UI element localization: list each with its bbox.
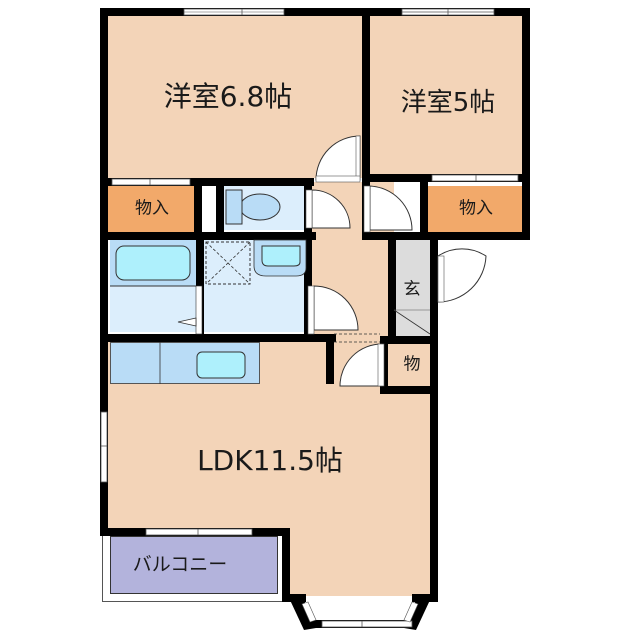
window-balcony xyxy=(145,528,253,536)
balcony xyxy=(110,536,278,594)
door-western-room-2[interactable] xyxy=(363,185,413,233)
door-western-room-1[interactable] xyxy=(315,135,361,183)
closet-1 xyxy=(108,186,194,232)
room-label-closet-2: 物入 xyxy=(459,198,493,219)
window-closet-1 xyxy=(111,178,191,186)
bathtub-icon xyxy=(110,240,196,287)
window-bay xyxy=(290,600,430,630)
door-toilet[interactable] xyxy=(305,189,351,229)
window-top-2 xyxy=(401,8,495,16)
room-label-entrance: 玄 xyxy=(403,279,421,300)
room-label-storage: 物 xyxy=(403,354,421,375)
washing-machine-space-icon xyxy=(205,241,251,285)
room-label-western-2: 洋室5帖 xyxy=(400,88,496,118)
kitchen-sink-icon xyxy=(159,342,246,384)
washbasin-icon xyxy=(253,239,307,277)
entrance-step-line xyxy=(393,309,431,335)
window-top-1 xyxy=(183,8,285,16)
door-washroom[interactable] xyxy=(307,285,359,335)
window-left-ldk xyxy=(100,411,108,483)
closet-2 xyxy=(428,186,522,232)
western-room-2 xyxy=(370,16,522,182)
entrance-door[interactable] xyxy=(437,248,487,303)
room-label-balcony: バルコニー xyxy=(132,553,228,576)
bath-door-icon xyxy=(177,285,203,335)
window-closet-2 xyxy=(431,174,519,182)
entrance xyxy=(394,240,436,336)
room-label-ldk: LDK11.5帖 xyxy=(197,444,343,477)
door-storage[interactable] xyxy=(339,343,385,387)
room-label-western-1: 洋室6.8帖 xyxy=(163,80,293,113)
ldk-lower xyxy=(284,526,436,596)
toilet-icon xyxy=(225,189,281,225)
western-room-1 xyxy=(108,16,362,178)
room-label-closet-1: 物入 xyxy=(135,198,169,219)
